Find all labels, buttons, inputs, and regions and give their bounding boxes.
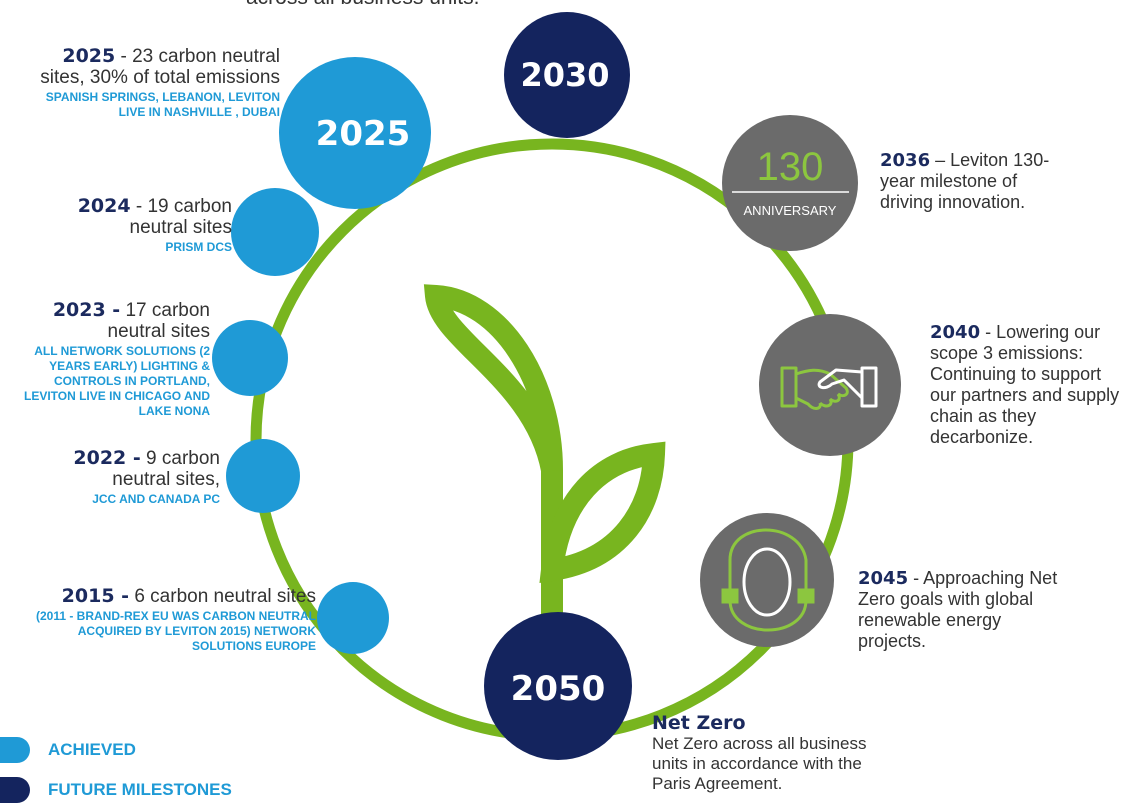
milestone-2022: 2022 - 9 carbon neutral sites, JCC AND C… <box>70 448 220 507</box>
milestone-2023-year: 2023 - <box>52 299 121 321</box>
milestone-2022-sites: JCC AND CANADA PC <box>92 492 220 506</box>
circle-2025-year: 2025 <box>316 114 411 154</box>
milestone-2025-year: 2025 <box>62 45 116 67</box>
milestone-2023: 2023 - 17 carbon neutral sites ALL NETWO… <box>14 300 210 419</box>
circle-2025-achieved <box>279 57 431 209</box>
circle-2030-year: 2030 <box>520 56 609 94</box>
legend-achieved: ACHIEVED <box>0 737 136 763</box>
anniversary-number: 130 <box>757 145 824 189</box>
anniversary-label: ANNIVERSARY <box>744 203 837 218</box>
dot-2015 <box>317 582 389 654</box>
legend-future-swatch <box>0 777 30 803</box>
legend-achieved-label: ACHIEVED <box>48 740 136 759</box>
milestone-2050-text: Net Zero across all business units in ac… <box>652 734 867 793</box>
milestone-2045-year: 2045 <box>858 568 909 589</box>
milestone-2040: 2040 - Lowering our scope 3 emissions: C… <box>930 322 1130 448</box>
legend-achieved-swatch <box>0 737 30 763</box>
intro-text: across all business units. <box>246 0 479 10</box>
milestone-2025-text: - 23 carbon neutral sites, 30% of total … <box>40 46 280 88</box>
milestone-2050: Net Zero Net Zero across all business un… <box>652 712 870 794</box>
milestone-2036-text: – Leviton 130-year milestone of driving … <box>880 150 1050 212</box>
circle-2050-future <box>484 612 632 760</box>
milestone-2024-year: 2024 <box>77 195 131 217</box>
plug-icon <box>742 547 792 617</box>
legend-future: FUTURE MILESTONES <box>0 777 232 803</box>
milestone-2015-text: 6 carbon neutral sites <box>129 586 316 607</box>
legend-future-label: FUTURE MILESTONES <box>48 780 232 799</box>
milestone-2040-text: - Lowering our scope 3 emissions: Contin… <box>930 322 1120 447</box>
milestone-2022-text: 9 carbon neutral sites, <box>112 448 220 490</box>
milestone-2022-year: 2022 - <box>73 447 141 469</box>
milestone-2036: 2036 – Leviton 130-year milestone of dri… <box>880 150 1050 213</box>
milestone-2024-text: - 19 carbon neutral sites <box>129 196 232 238</box>
milestone-2050-title: Net Zero <box>652 712 746 734</box>
anniversary-circle <box>722 115 858 251</box>
milestone-2040-year: 2040 <box>930 322 981 343</box>
milestone-2023-sites: ALL NETWORK SOLUTIONS (2 YEARS EARLY) LI… <box>23 344 210 418</box>
plug-circle <box>700 513 834 647</box>
milestone-2045-text: - Approaching Net Zero goals with global… <box>858 568 1058 651</box>
milestone-2045: 2045 - Approaching Net Zero goals with g… <box>858 568 1058 652</box>
milestone-2025-sites: SPANISH SPRINGS, LEBANON, LEVITON LIVE I… <box>45 90 280 119</box>
milestone-2015-sites: (2011 - BRAND-REX EU WAS CARBON NEUTRAL … <box>35 609 316 653</box>
plug-cable-icon <box>721 528 815 632</box>
dot-2022 <box>226 439 300 513</box>
dot-2024 <box>231 188 319 276</box>
circle-2050-year: 2050 <box>511 669 606 709</box>
milestone-2024-sites: PRISM DCS <box>165 240 232 254</box>
milestone-2015-year: 2015 - <box>61 585 130 607</box>
milestone-2036-year: 2036 <box>880 150 931 171</box>
milestone-2025: 2025 - 23 carbon neutral sites, 30% of t… <box>20 46 280 120</box>
dot-2023 <box>212 320 288 396</box>
milestone-2023-text: 17 carbon neutral sites <box>107 300 210 342</box>
milestone-2015: 2015 - 6 carbon neutral sites (2011 - BR… <box>24 586 316 654</box>
circle-2030-future <box>504 12 630 138</box>
milestone-2024: 2024 - 19 carbon neutral sites PRISM DCS <box>60 196 232 255</box>
handshake-icon-right <box>817 366 878 408</box>
